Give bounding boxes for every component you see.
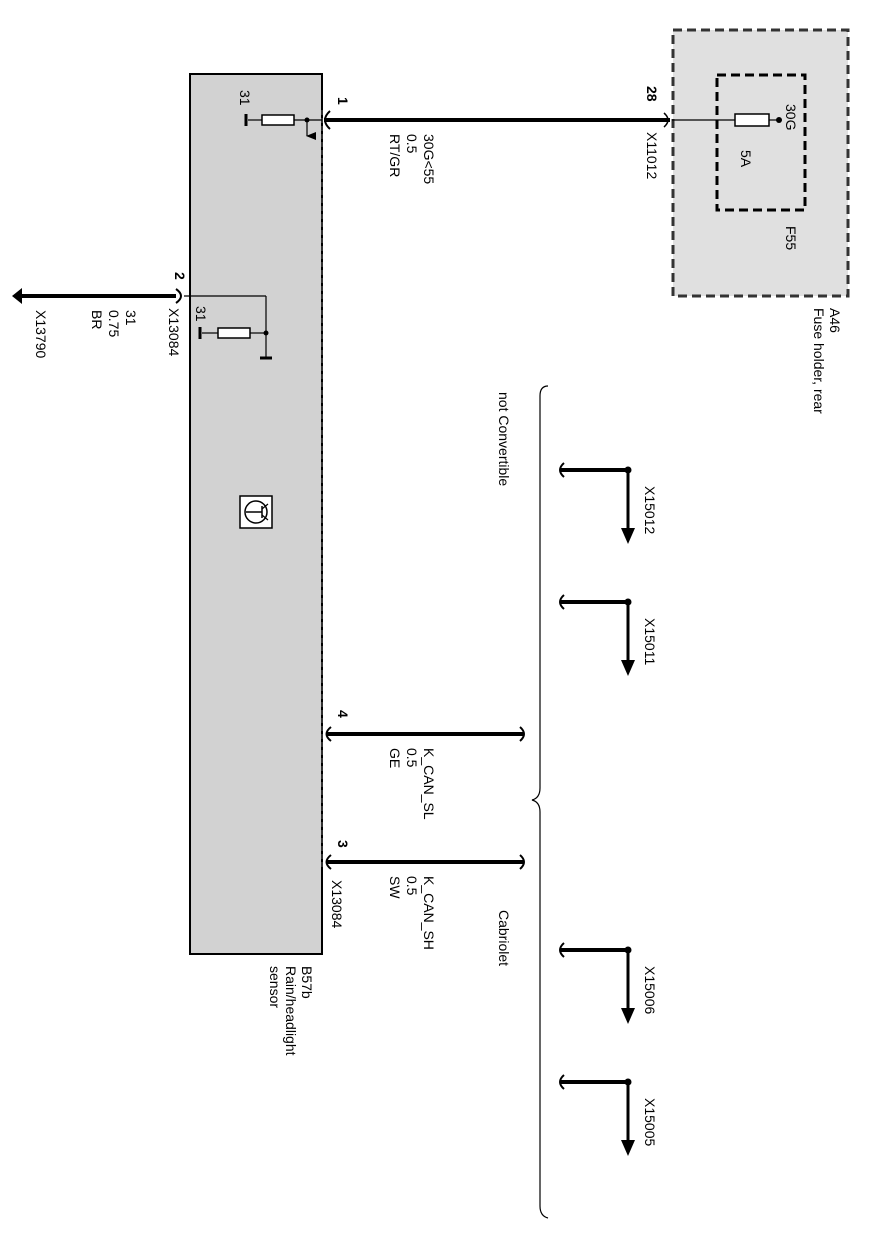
ground-label-31-a: 31	[237, 90, 253, 106]
wire-can-low-color: GE	[387, 748, 403, 768]
connector-pin-mark	[325, 726, 332, 742]
variant-cabriolet-label: Cabriolet	[496, 910, 512, 966]
connector-pin-mark	[325, 854, 332, 870]
sensor-id-label: B57b	[299, 966, 315, 999]
arrow-down-icon	[621, 660, 635, 676]
connector-x15011-label: X15011	[642, 618, 658, 665]
connector-stub-x15006[interactable]: X15006	[559, 942, 658, 1024]
wire-ground-signal: 31	[123, 310, 139, 326]
connector-end-mark	[519, 726, 525, 742]
internal-resistor-1: 31	[237, 90, 322, 140]
wire-can-high-signal: K_CAN_SH	[421, 876, 437, 950]
pin-3-label: 3	[335, 840, 351, 848]
sensor-module-b57b[interactable]: 31 31 B57b Rain/headlight sensor	[184, 73, 323, 1056]
connector-x11012-label: X11012	[644, 132, 660, 179]
connector-pin-mark	[663, 112, 669, 128]
pin-4-label: 4	[335, 710, 351, 718]
fuse-rating-label: 5A	[738, 150, 754, 168]
bracket-cabriolet	[539, 812, 549, 1219]
internal-resistor-2: 31	[184, 295, 272, 360]
arrow-down-icon	[621, 1008, 635, 1024]
wire-power[interactable]: 1 28 X11012 30G<55 0.5 RT/GR	[324, 86, 670, 184]
connector-x13790-label: X13790	[33, 310, 49, 358]
sensor-name-line1: Rain/headlight	[283, 966, 299, 1056]
wire-can-low-signal: K_CAN_SL	[421, 748, 437, 820]
connector-stub-x15005[interactable]: X15005	[559, 1074, 658, 1156]
fuse-holder-a46[interactable]: 30G 5A F55 A46 Fuse holder, rear	[671, 28, 850, 414]
connector-end-mark	[519, 854, 525, 870]
arrow-down-icon	[621, 1140, 635, 1156]
resistor-icon	[261, 114, 295, 126]
pin-2-label: 2	[172, 272, 188, 280]
connector-pin-mark	[324, 110, 331, 130]
sensor-name-line2: sensor	[267, 966, 283, 1008]
wire-can-low[interactable]: 4 K_CAN_SL 0.5 GE	[325, 710, 525, 820]
fuse-body-icon	[734, 113, 770, 127]
variant-not-convertible[interactable]: not Convertible	[496, 385, 549, 813]
wire-can-low-gauge: 0.5	[404, 748, 420, 768]
ground-terminal-icon	[12, 288, 22, 304]
ground-label-31-b: 31	[193, 306, 209, 322]
connector-x13084-label-a: X13084	[166, 308, 182, 356]
wire-power-signal: 30G<55	[421, 134, 437, 184]
pin-1-label: 1	[335, 97, 351, 105]
fuse-terminal-label: 30G	[783, 104, 799, 130]
fuse-terminal-dot	[776, 117, 782, 123]
arrow-down-icon	[621, 528, 635, 544]
wire-power-gauge: 0.5	[404, 134, 420, 154]
pin-28-label: 28	[644, 86, 660, 102]
connector-stub-x15011[interactable]: X15011	[559, 594, 658, 676]
bracket-not-convertible	[531, 385, 549, 813]
wire-can-high-color: SW	[387, 876, 403, 899]
fuse-holder-name: Fuse holder, rear	[811, 308, 827, 414]
connector-x15012-label: X15012	[642, 486, 658, 534]
wire-ground-gauge: 0.75	[106, 310, 122, 337]
wire-ground-color: BR	[89, 310, 105, 329]
variant-cabriolet[interactable]: Cabriolet	[496, 812, 549, 1219]
variant-not-convertible-label: not Convertible	[496, 392, 512, 486]
wire-ground[interactable]: 2 X13084 31 0.75 BR X13790	[12, 272, 188, 358]
connector-x13084-label-b: X13084	[329, 880, 345, 928]
connector-x15006-label: X15006	[642, 966, 658, 1014]
rain-sensor-icon	[239, 495, 273, 529]
connector-stub-x15012[interactable]: X15012	[559, 462, 658, 544]
wire-power-color: RT/GR	[387, 134, 403, 177]
wire-can-high-gauge: 0.5	[404, 876, 420, 896]
fuse-holder-id: A46	[827, 308, 843, 333]
fuse-id-label: F55	[783, 226, 799, 250]
resistor-icon	[217, 327, 251, 339]
connector-pin-mark	[175, 288, 182, 304]
fuse-f55-box	[715, 73, 807, 212]
wire-can-high[interactable]: 3 X13084 K_CAN_SH 0.5 SW	[325, 840, 525, 950]
connector-x15005-label: X15005	[642, 1098, 658, 1146]
fuse-holder-box	[671, 28, 850, 298]
